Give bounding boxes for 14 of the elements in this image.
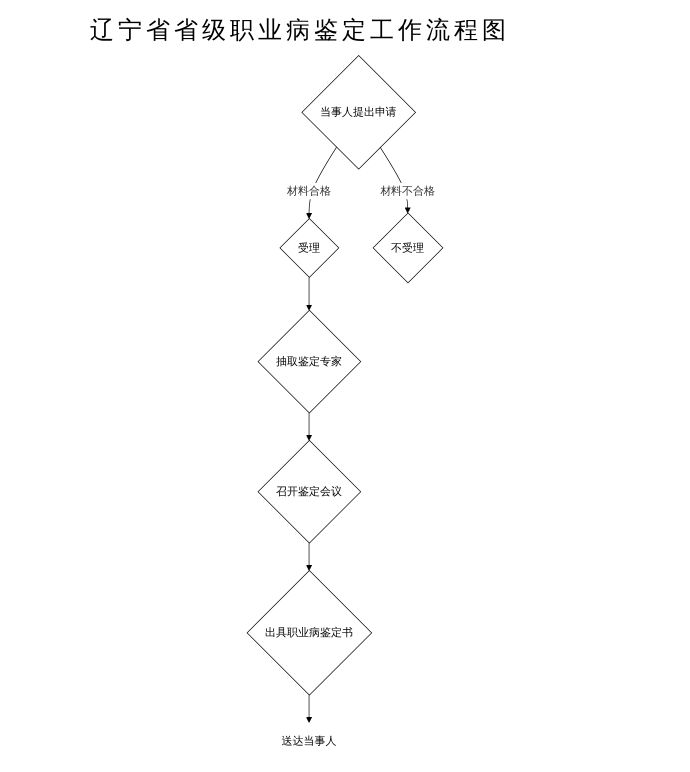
node-diamond: 出具职业病鉴定书 bbox=[246, 570, 372, 696]
arrow bbox=[306, 277, 312, 311]
arrow bbox=[306, 694, 312, 723]
node-diamond: 不受理 bbox=[372, 212, 444, 284]
node-diamond: 召开鉴定会议 bbox=[258, 440, 362, 544]
arrow bbox=[306, 412, 312, 441]
arrow bbox=[306, 542, 312, 571]
node-text: 送达当事人 bbox=[282, 734, 336, 748]
node-diamond: 抽取鉴定专家 bbox=[258, 310, 362, 414]
node-diamond: 当事人提出申请 bbox=[301, 55, 416, 170]
edge-label: 材料合格 bbox=[287, 184, 331, 198]
diagram-title: 辽宁省省级职业病鉴定工作流程图 bbox=[90, 15, 511, 46]
edge-label: 材料不合格 bbox=[380, 184, 436, 198]
node-diamond: 受理 bbox=[279, 218, 340, 278]
